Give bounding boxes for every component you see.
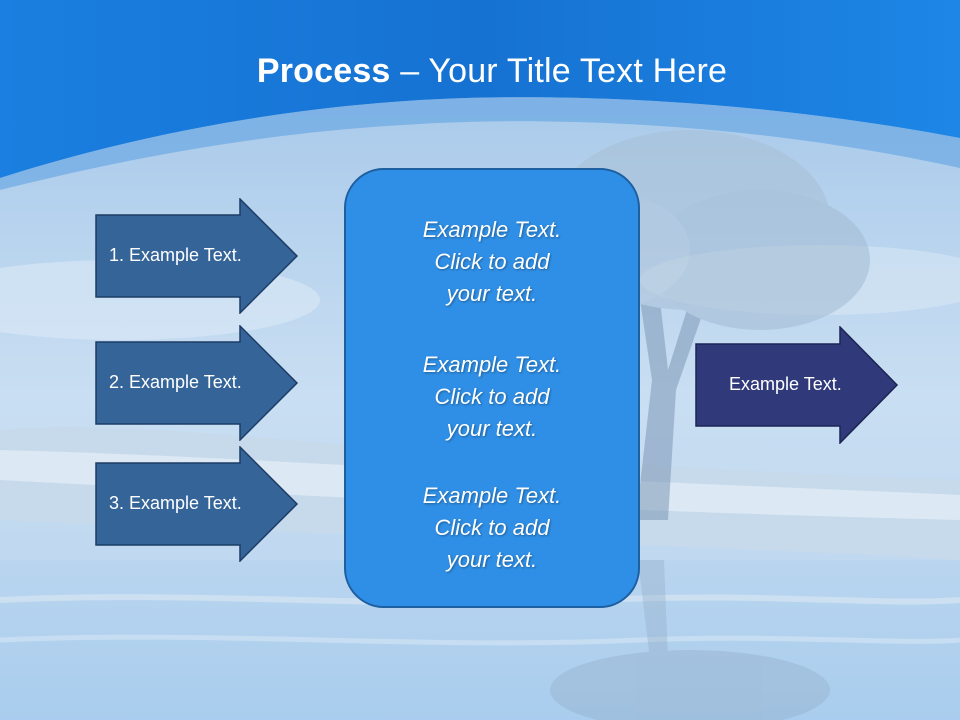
center-text-line: your text. xyxy=(446,547,538,572)
center-text-line: Example Text. xyxy=(422,352,562,377)
center-text-block-3: Example Text. Click to add your text. xyxy=(346,480,638,576)
center-text-line: your text. xyxy=(446,416,538,441)
arrow-result[interactable]: Example Text. xyxy=(695,326,899,444)
center-text-line: Example Text. xyxy=(422,483,562,508)
center-text-line: Click to add xyxy=(434,249,550,274)
right-arrow-shape xyxy=(95,446,299,562)
arrow-step-3[interactable]: 3. Example Text. xyxy=(95,446,299,562)
title-rest: – Your Title Text Here xyxy=(390,52,728,90)
center-text-block-2: Example Text. Click to add your text. xyxy=(346,349,638,445)
arrow-step-1[interactable]: 1. Example Text. xyxy=(95,198,299,314)
right-arrow-shape xyxy=(695,326,899,444)
center-text-line: your text. xyxy=(446,281,538,306)
arrow-step-2[interactable]: 2. Example Text. xyxy=(95,325,299,441)
center-text-line: Example Text. xyxy=(422,217,562,242)
right-arrow-shape xyxy=(95,198,299,314)
arrow-step-1-label: 1. Example Text. xyxy=(109,245,242,265)
arrow-step-3-label: 3. Example Text. xyxy=(109,493,242,513)
center-text-line: Click to add xyxy=(434,384,550,409)
slide-title: Process – Your Title Text Here xyxy=(0,52,960,91)
title-bold: Process xyxy=(256,52,391,90)
right-arrow-shape xyxy=(95,325,299,441)
arrow-result-label: Example Text. xyxy=(729,374,842,394)
arrow-step-2-label: 2. Example Text. xyxy=(109,372,242,392)
center-text-line: Click to add xyxy=(434,515,550,540)
center-text-block-1: Example Text. Click to add your text. xyxy=(346,214,638,310)
center-text-box[interactable]: Example Text. Click to add your text. Ex… xyxy=(344,168,640,608)
